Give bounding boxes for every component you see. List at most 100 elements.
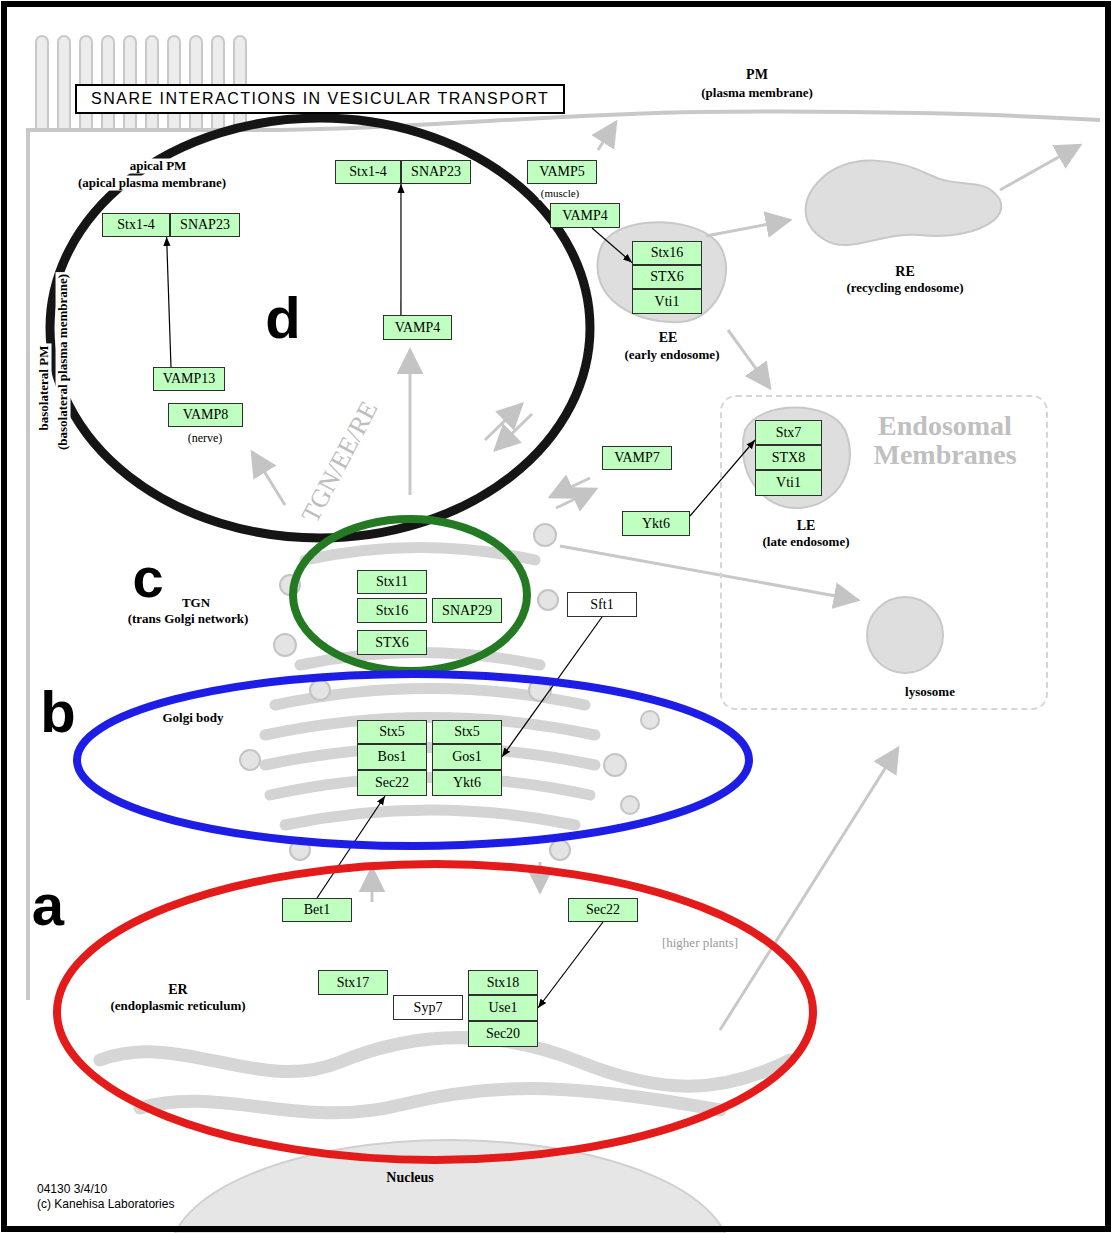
box-label: Vti1	[655, 295, 680, 309]
compartment-title: Endosomal Membranes	[850, 411, 1040, 470]
box-label: Sec22	[375, 776, 409, 790]
vesicle	[538, 590, 558, 610]
region-letter: c	[132, 550, 163, 606]
box-label: Syp7	[414, 1001, 443, 1015]
protein-box: Syp7	[393, 995, 463, 1020]
protein-box: Sft1	[567, 592, 637, 617]
box-label: STX6	[375, 636, 408, 650]
snare-box: STX8	[755, 445, 822, 470]
box-label: VAMP4	[395, 321, 441, 335]
organelle-label: ER	[166, 982, 189, 998]
snare-box: Stx1-4	[335, 160, 401, 184]
membrane-label: apical PM	[128, 159, 189, 174]
transport-arrow	[728, 330, 770, 388]
tissue-note: (nerve)	[186, 432, 225, 446]
organelle-label: LE	[795, 518, 818, 534]
interaction-arrow	[400, 184, 401, 315]
page-frame	[4, 4, 1108, 1229]
organelle-label: PM	[744, 67, 770, 83]
snare-box: Stx16	[357, 598, 427, 623]
snare-box: Bos1	[357, 744, 427, 770]
er-cisterna	[140, 1089, 720, 1113]
box-label: SNAP23	[411, 165, 461, 179]
transport-arrow	[598, 122, 616, 150]
region-letter: b	[40, 683, 75, 741]
snare-box: STX6	[357, 630, 427, 655]
interaction-arrow	[592, 228, 632, 263]
snare-box: Vti1	[755, 470, 822, 496]
compartment-box: Endosomal Membranes Stx7STX8Vti1	[720, 395, 1048, 710]
snare-box: Sec22	[357, 770, 427, 796]
transport-arrow	[495, 414, 532, 450]
species-note: [higher plants]	[660, 936, 740, 951]
organelle-label: Golgi body	[160, 711, 225, 726]
snare-box: Sec22	[568, 898, 638, 922]
organelle-label: Nucleus	[384, 1170, 435, 1186]
golgi-cisterna	[270, 778, 590, 796]
box-label: Ykt6	[642, 517, 670, 531]
organelle-fullname: (early endosome)	[623, 348, 722, 363]
box-label: Sec20	[486, 1027, 520, 1041]
ellipse-stroke	[57, 864, 813, 1160]
vesicle	[604, 754, 626, 776]
box-label: Sec22	[586, 903, 620, 917]
transport-arrow	[252, 452, 285, 505]
organelle-fullname: (recycling endosome)	[844, 281, 965, 296]
vesicle	[240, 750, 260, 770]
recycling-endosome-shape	[806, 161, 1002, 246]
box-label: VAMP8	[183, 408, 229, 422]
map-id: 04130 3/4/10	[35, 1183, 109, 1197]
box-label: Bos1	[378, 750, 407, 764]
golgi-cisterna	[265, 718, 595, 736]
vesicle	[641, 711, 659, 729]
vesicle	[621, 796, 639, 814]
vesicle	[310, 680, 330, 700]
box-label: SNAP23	[180, 218, 230, 232]
snare-box: Stx5	[357, 720, 427, 744]
box-label: Stx1-4	[117, 218, 154, 232]
snare-box: Gos1	[432, 744, 502, 770]
nucleus-shape	[170, 1140, 730, 1233]
box-label: VAMP5	[539, 165, 585, 179]
box-label: VAMP4	[562, 209, 608, 223]
er-membranes	[100, 1038, 790, 1113]
membrane-fullname: (apical plasma membrane)	[76, 176, 228, 191]
snare-box: VAMP13	[153, 367, 225, 391]
snare-box: Ykt6	[432, 770, 502, 796]
interaction-arrow	[538, 922, 603, 1008]
snare-box: Stx18	[468, 970, 538, 995]
microvilli	[36, 36, 246, 130]
snare-box: Stx7	[755, 420, 822, 445]
snare-box: SNAP23	[170, 213, 240, 237]
box-label: Stx16	[376, 604, 409, 618]
snare-box: SNAP29	[432, 598, 502, 623]
tissue-note: (muscle)	[539, 187, 581, 200]
interaction-arrow	[167, 237, 171, 367]
golgi-cisternae	[265, 548, 595, 826]
golgi-cisterna	[285, 810, 575, 825]
box-label: Use1	[489, 1001, 518, 1015]
organelle-fullname: (endoplasmic reticulum)	[108, 999, 247, 1014]
region-letter: a	[32, 876, 64, 934]
snare-box: Vti1	[632, 289, 702, 314]
ellipse-stroke	[293, 519, 527, 671]
box-label: Vti1	[776, 476, 801, 490]
late-endosome-shape	[743, 408, 850, 509]
snare-box: Stx5	[432, 720, 502, 744]
box-label: STX8	[772, 451, 805, 465]
plasma-membrane	[28, 111, 1100, 1000]
ellipse-stroke	[77, 674, 749, 846]
transport-arrow	[1000, 145, 1080, 190]
snare-box: Stx11	[357, 570, 427, 594]
organelle-label: EE	[657, 330, 680, 346]
snare-box: Ykt6	[622, 511, 690, 536]
snare-box: Bet1	[282, 898, 352, 922]
snare-box: VAMP4	[550, 203, 620, 228]
organelle-label: lysosome	[903, 685, 957, 700]
snare-box: Stx1-4	[102, 213, 170, 237]
snare-box: Sec20	[468, 1021, 538, 1047]
vesicle	[550, 840, 570, 860]
annotation-ellipse: bStx5Bos1Sec22Stx5Gos1Ykt6	[77, 674, 749, 846]
vesicles	[240, 524, 659, 860]
